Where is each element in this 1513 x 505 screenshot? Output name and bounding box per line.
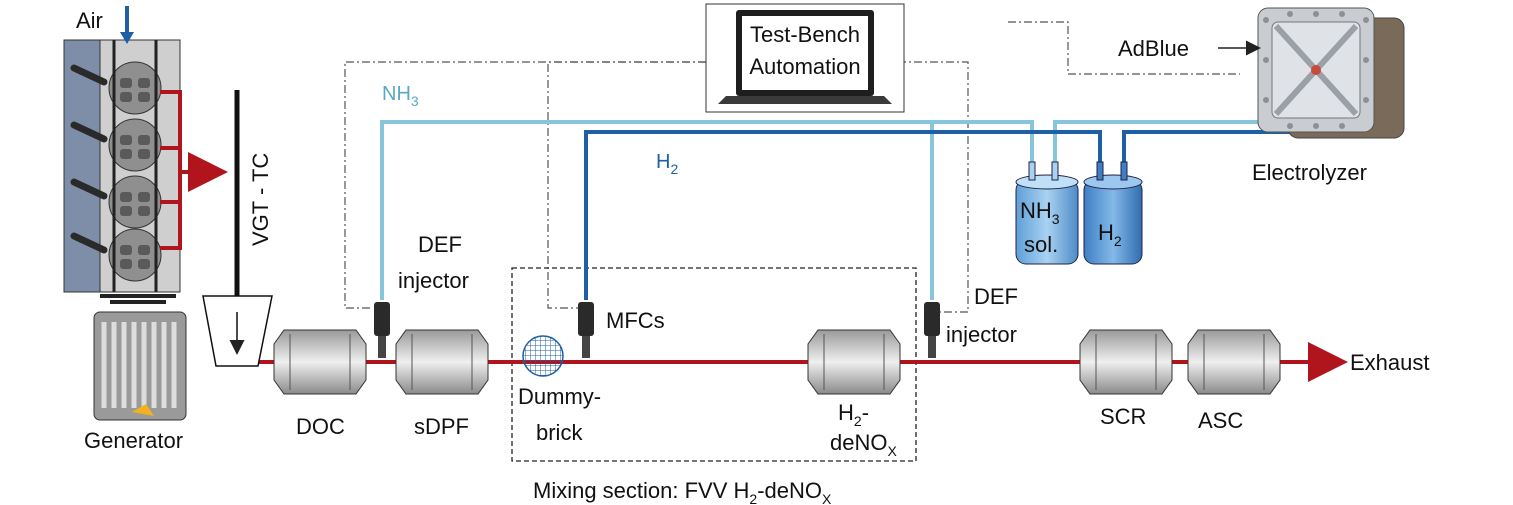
nh3-tank-label-1: NH3 — [1020, 198, 1060, 227]
dummy-brick-label-1: Dummy- — [518, 384, 601, 409]
def-injector-2 — [924, 302, 940, 358]
h2-tank-label: H2 — [1098, 220, 1122, 249]
air-label: Air — [76, 8, 103, 33]
def-injector-2-label-2: injector — [946, 322, 1017, 347]
adblue-label: AdBlue — [1118, 36, 1189, 61]
dummy-brick-label-2: brick — [536, 420, 583, 445]
mixing-section-label: Mixing section: FVV H2-deNOX — [533, 478, 832, 505]
engine — [63, 6, 228, 304]
scr-can — [1079, 329, 1173, 395]
h2-pipes — [584, 130, 1325, 300]
h2-denox-label-1: H2- — [838, 400, 869, 429]
doc-can — [273, 329, 367, 395]
def-injector-1-label-1: DEF — [418, 232, 462, 257]
h2-denox-can — [807, 329, 901, 395]
electrolyzer-label: Electrolyzer — [1252, 160, 1367, 185]
def-injector-1-label-2: injector — [398, 268, 469, 293]
mfcs-label: MFCs — [606, 308, 665, 333]
dummy-brick — [522, 335, 564, 377]
nh3-line-label: NH3 — [382, 83, 419, 109]
asc-label: ASC — [1198, 408, 1243, 433]
mfc-injector — [578, 302, 594, 358]
h2-line-label: H2 — [656, 151, 678, 177]
def-injector-2-label-1: DEF — [974, 284, 1018, 309]
generator-label: Generator — [84, 428, 183, 453]
h2-denox-label-2: deNOX — [830, 430, 897, 459]
vgt-label: VGT - TC — [248, 153, 273, 246]
turbocharger — [202, 90, 273, 367]
exhaust-label: Exhaust — [1350, 350, 1430, 375]
laptop — [705, 3, 905, 113]
mixing-section-box — [511, 267, 917, 462]
nh3-solution-tank — [1015, 161, 1079, 265]
def-injector-1 — [374, 302, 390, 358]
scr-label: SCR — [1100, 404, 1146, 429]
h2-tank — [1083, 161, 1143, 265]
generator — [93, 311, 187, 421]
nh3-pipes — [380, 120, 1270, 300]
electrolyzer — [1257, 7, 1405, 139]
sdpf-label: sDPF — [414, 414, 469, 439]
doc-label: DOC — [296, 414, 345, 439]
test-bench-label-2: Automation — [749, 54, 860, 79]
asc-can — [1187, 329, 1281, 395]
nh3-tank-label-2: sol. — [1024, 232, 1058, 257]
test-bench-label-1: Test-Bench — [750, 22, 860, 47]
sdpf-can — [395, 329, 489, 395]
